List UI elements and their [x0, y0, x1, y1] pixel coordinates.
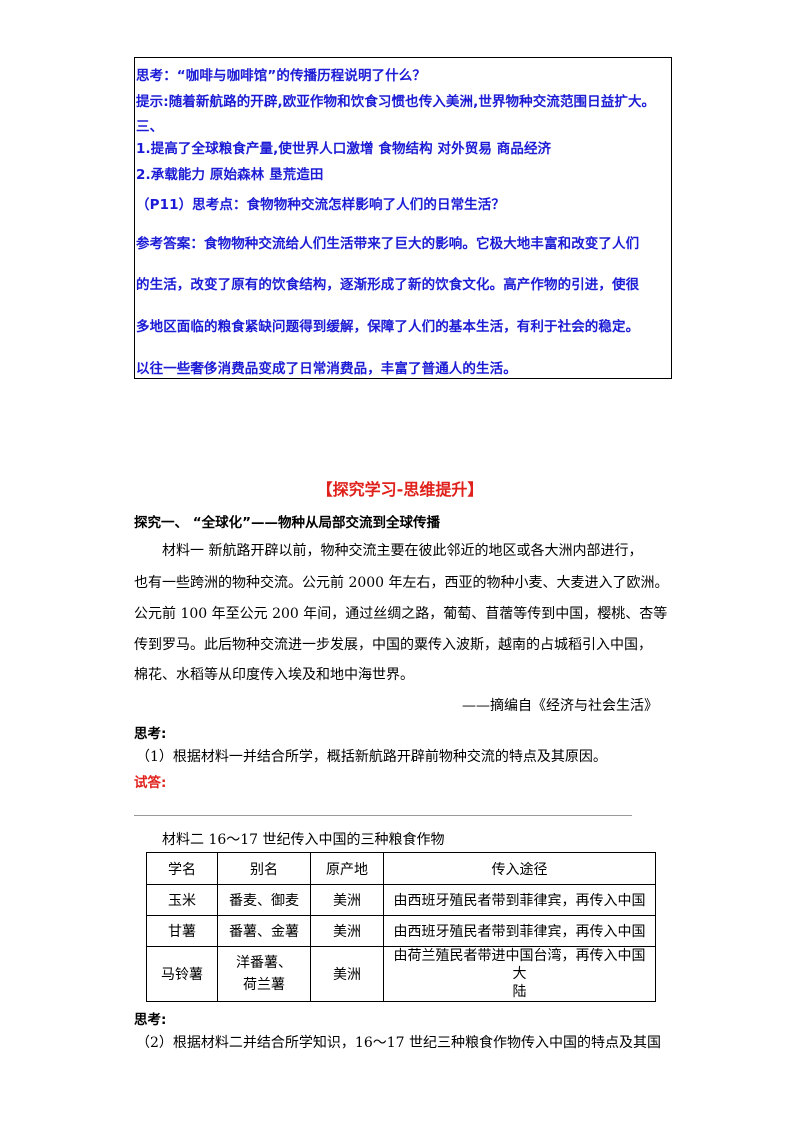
table-cell: 番麦、御麦 — [217, 884, 311, 916]
answer-box-line: 思考：“咖啡与咖啡馆”的传播历程说明了什么？ — [136, 68, 426, 84]
crops-table: 学名 别名 原产地 传入途径 玉米 番麦、御麦 美洲 由西班牙殖民者带到菲律宾，… — [146, 852, 656, 1002]
answer-line — [134, 815, 632, 816]
answer-box-line: 三、 — [136, 119, 164, 135]
table-row: 玉米 番麦、御麦 美洲 由西班牙殖民者带到菲律宾，再传入中国 — [146, 884, 656, 916]
material1-line: 也有一些跨洲的物种交流。公元前 2000 年左右，西亚的物种小麦、大麦进入了欧洲… — [134, 575, 669, 591]
table-cell: 洋番薯、 荷兰薯 — [217, 946, 311, 1002]
inquiry-heading: 探究一、 “全球化”——物种从局部交流到全球传播 — [134, 515, 440, 531]
question-2: （2）根据材料二并结合所学知识，16～17 世纪三种粮食作物传入中国的特点及其国 — [136, 1035, 661, 1051]
table-cell: 由西班牙殖民者带到菲律宾，再传入中国 — [383, 915, 656, 947]
table-cell: 甘薯 — [146, 915, 218, 947]
answer-box — [134, 57, 672, 379]
answer-box-line: 的生活，改变了原有的饮食结构，逐渐形成了新的饮食文化。高产作物的引进，使很 — [136, 277, 640, 293]
material1-line: 公元前 100 年至公元 200 年间，通过丝绸之路，葡萄、苜蓿等传到中国，樱桃… — [134, 606, 668, 622]
table-header: 传入途径 — [383, 852, 656, 885]
table-cell: 番薯、金薯 — [217, 915, 311, 947]
answer-box-line: 参考答案：食物物种交流给人们生活带来了巨大的影响。它极大地丰富和改变了人们 — [136, 236, 640, 252]
table-header: 原产地 — [310, 852, 384, 885]
table-header: 学名 — [146, 852, 218, 885]
table-row: 甘薯 番薯、金薯 美洲 由西班牙殖民者带到菲律宾，再传入中国 — [146, 915, 656, 947]
answer-box-line: 1.提高了全球粮食产量,使世界人口激增 食物结构 对外贸易 商品经济 — [136, 141, 552, 157]
material1-line: 棉花、水稻等从印度传入埃及和地中海世界。 — [134, 667, 414, 683]
material1-line: 材料一 新航路开辟以前，物种交流主要在彼此邻近的地区或各大洲内部进行， — [162, 543, 643, 559]
section-title: 【探究学习-思维提升】 — [316, 480, 484, 499]
material1-line: 传到罗马。此后物种交流进一步发展，中国的粟传入波斯，越南的占城稻引入中国， — [134, 637, 652, 653]
table-row: 马铃薯 洋番薯、 荷兰薯 美洲 由荷兰殖民者带进中国台湾，再传入中国大 陆 — [146, 946, 656, 1002]
answer-box-line: 多地区面临的粮食紧缺问题得到缓解，保障了人们的基本生活，有利于社会的稳定。 — [136, 319, 640, 335]
material1-source: ——摘编自《经济与社会生活》 — [462, 698, 658, 714]
answer-box-line: 以往一些奢侈消费品变成了日常消费品，丰富了普通人的生活。 — [136, 361, 517, 377]
answer-box-line: （P11）思考点：食物物种交流怎样影响了人们的日常生活？ — [136, 197, 505, 213]
table-cell: 美洲 — [310, 915, 384, 947]
think-label: 思考: — [134, 726, 167, 742]
table-cell: 美洲 — [310, 884, 384, 916]
answer-box-line: 提示:随着新航路的开辟,欧亚作物和饮食习惯也传入美洲,世界物种交流范围日益扩大。 — [136, 94, 656, 110]
material2-caption: 材料二 16～17 世纪传入中国的三种粮食作物 — [162, 832, 445, 848]
table-cell: 玉米 — [146, 884, 218, 916]
table-cell: 由荷兰殖民者带进中国台湾，再传入中国大 陆 — [383, 946, 656, 1002]
table-header: 别名 — [217, 852, 311, 885]
table-cell: 马铃薯 — [146, 946, 218, 1002]
table-cell: 由西班牙殖民者带到菲律宾，再传入中国 — [383, 884, 656, 916]
think-label-2: 思考: — [134, 1012, 167, 1028]
table-cell: 美洲 — [310, 946, 384, 1002]
answer-label: 试答: — [134, 775, 167, 791]
answer-box-line: 2.承载能力 原始森林 垦荒造田 — [136, 167, 324, 183]
question-1: （1）根据材料一并结合所学，概括新航路开辟前物种交流的特点及其原因。 — [136, 749, 607, 765]
